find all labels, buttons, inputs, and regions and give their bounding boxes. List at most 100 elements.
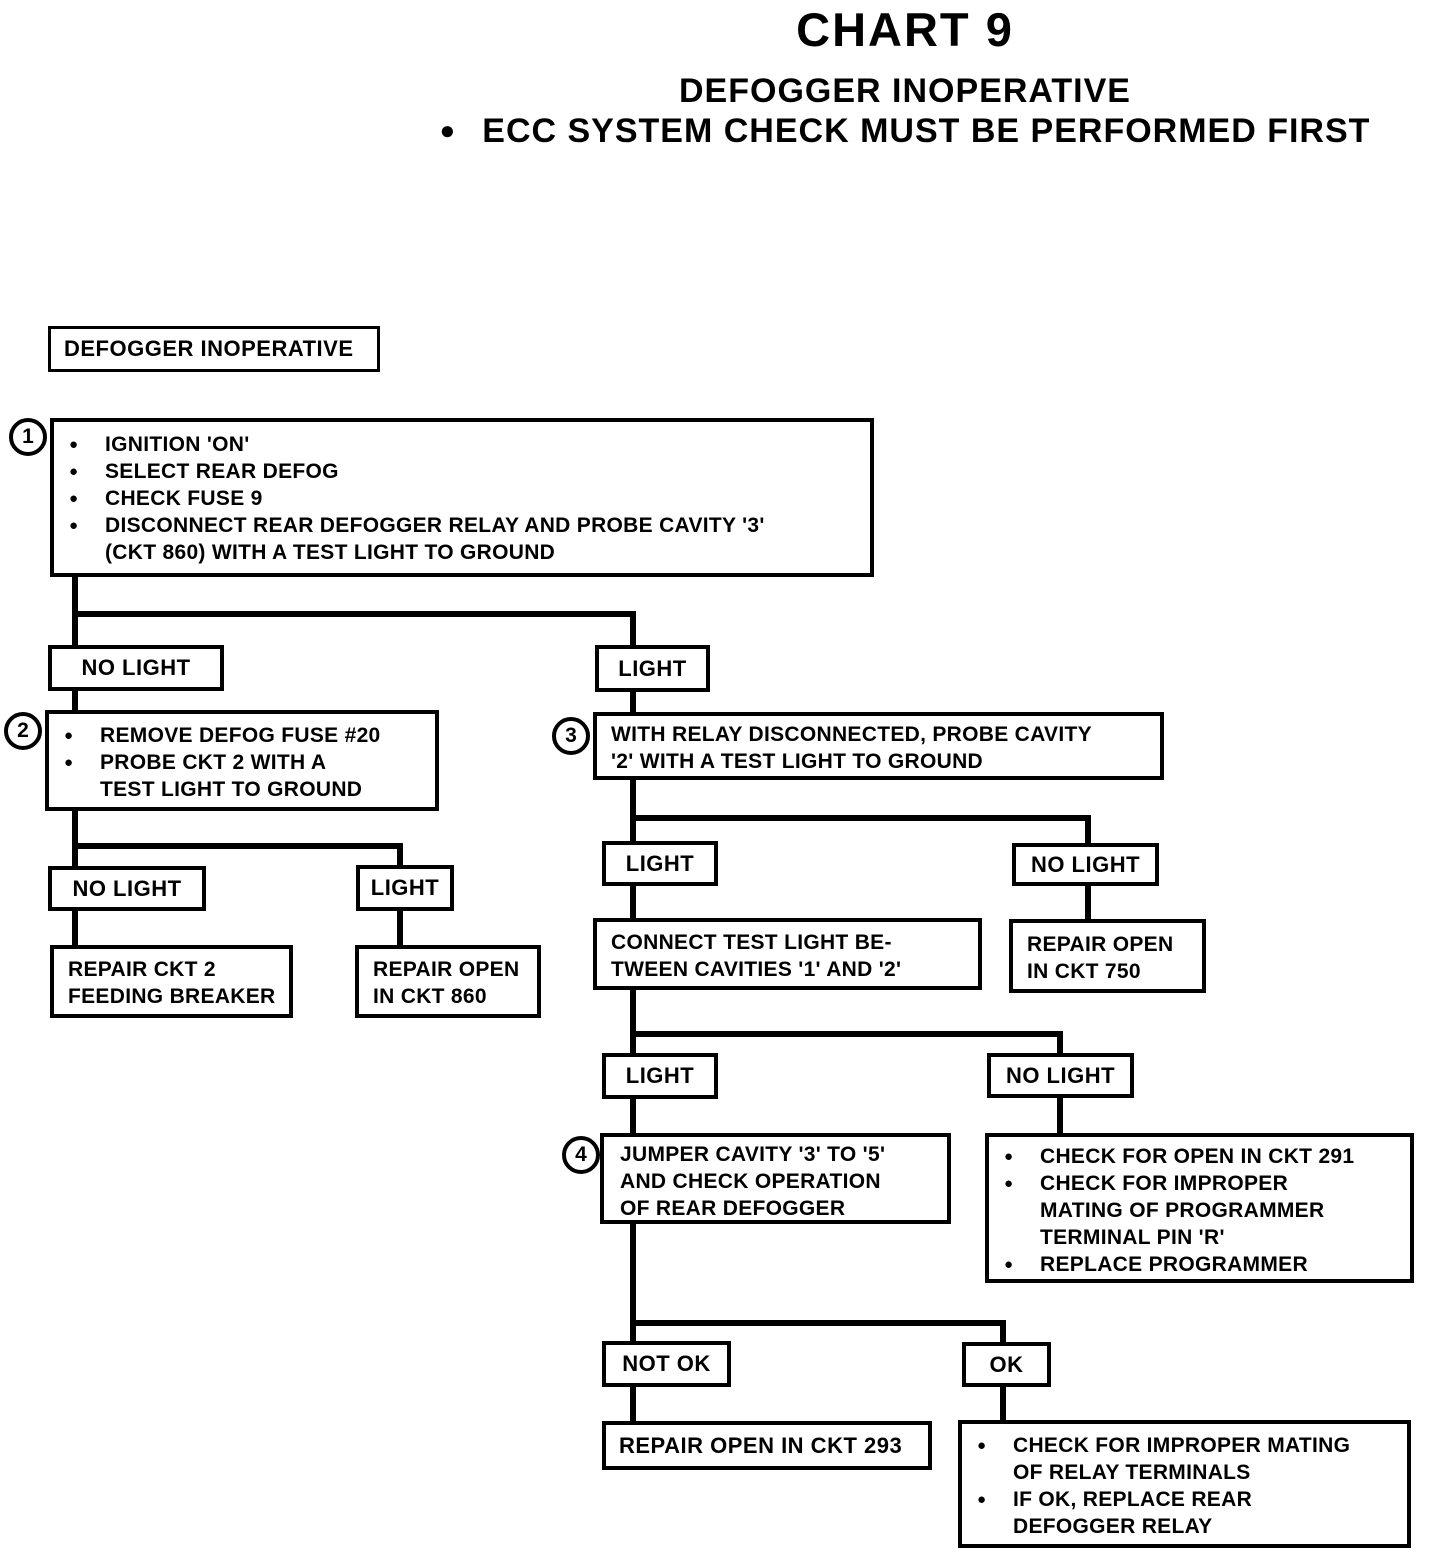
bullet-icon: ● bbox=[64, 754, 74, 771]
bullet-text: TERMINAL PIN 'R' bbox=[1040, 1226, 1225, 1249]
node-light-2: LIGHT bbox=[356, 865, 454, 911]
bullet-text: SELECT REAR DEFOG bbox=[105, 460, 339, 483]
connector-connect-test-split bbox=[630, 990, 636, 1053]
node-text: AND CHECK OPERATION bbox=[620, 1170, 881, 1193]
bullet-item: ● IF OK, REPLACE REAR DEFOGGER RELAY bbox=[974, 1486, 1395, 1540]
connector-light2-to-repair-ckt860 bbox=[397, 911, 403, 945]
connector-split2-horizontal bbox=[72, 843, 403, 849]
node-text: FEEDING BREAKER bbox=[68, 985, 276, 1008]
node-no-light-3: NO LIGHT bbox=[1012, 843, 1159, 886]
bullet-text: DEFOGGER RELAY bbox=[1013, 1515, 1213, 1538]
node-check-ckt291: ● CHECK FOR OPEN IN CKT 291 ● CHECK FOR … bbox=[985, 1133, 1414, 1283]
bullet-item: ● IGNITION 'ON' bbox=[66, 431, 858, 458]
connector-split4-horizontal bbox=[630, 1031, 1063, 1037]
node-step4: JUMPER CAVITY '3' TO '5' AND CHECK OPERA… bbox=[600, 1133, 951, 1224]
node-connect-test: CONNECT TEST LIGHT BE- TWEEN CAVITIES '1… bbox=[593, 918, 982, 990]
node-no-light-4: NO LIGHT bbox=[987, 1053, 1134, 1098]
step-1-badge: 1 bbox=[9, 418, 47, 456]
bullet-text: DISCONNECT REAR DEFOGGER RELAY AND PROBE… bbox=[105, 514, 765, 537]
connector-split5-horizontal bbox=[630, 1320, 1006, 1326]
bullet-icon: ● bbox=[69, 490, 79, 507]
node-text: WITH RELAY DISCONNECTED, PROBE CAVITY bbox=[611, 723, 1092, 746]
node-repair-ckt293: REPAIR OPEN IN CKT 293 bbox=[602, 1421, 932, 1470]
connector-nolight1-to-step2 bbox=[72, 691, 78, 710]
connector-notok-to-repair-ckt293 bbox=[630, 1387, 636, 1421]
connector-split5-to-ok bbox=[1000, 1320, 1006, 1342]
bullet-item: ● REPLACE PROGRAMMER bbox=[1001, 1251, 1398, 1278]
connector-light1-to-step3 bbox=[630, 692, 636, 712]
chart-subtitle: DEFOGGER INOPERATIVE bbox=[679, 72, 1131, 110]
node-light-1: LIGHT bbox=[595, 645, 710, 692]
chart-title: CHART 9 bbox=[796, 3, 1014, 56]
bullet-icon: ● bbox=[69, 436, 79, 453]
bullet-item: ● CHECK FOR IMPROPER MATING OF RELAY TER… bbox=[974, 1432, 1395, 1486]
bullet-icon: ● bbox=[1004, 1256, 1014, 1273]
bullet-text: TEST LIGHT TO GROUND bbox=[100, 778, 363, 801]
bullet-text: REMOVE DEFOG FUSE #20 bbox=[100, 724, 381, 747]
node-no-light-2: NO LIGHT bbox=[48, 866, 206, 911]
connector-split4-to-nolight4 bbox=[1057, 1031, 1063, 1053]
bullet-text: OF RELAY TERMINALS bbox=[1013, 1461, 1251, 1484]
bullet-item: ● REMOVE DEFOG FUSE #20 bbox=[61, 722, 423, 749]
bullet-icon: ● bbox=[1004, 1175, 1014, 1192]
node-text: JUMPER CAVITY '3' TO '5' bbox=[620, 1143, 886, 1166]
bullet-text: CHECK FOR IMPROPER bbox=[1040, 1172, 1289, 1195]
connector-step2-split bbox=[72, 811, 78, 866]
step-4-badge: 4 bbox=[562, 1136, 600, 1174]
node-text: IN CKT 860 bbox=[373, 985, 487, 1008]
node-start: DEFOGGER INOPERATIVE bbox=[48, 326, 380, 372]
bullet-text: IGNITION 'ON' bbox=[105, 433, 250, 456]
node-repair-ckt860: REPAIR OPEN IN CKT 860 bbox=[355, 945, 541, 1018]
node-not-ok: NOT OK bbox=[602, 1341, 731, 1387]
node-text: CONNECT TEST LIGHT BE- bbox=[611, 931, 892, 954]
bullet-icon: ● bbox=[69, 463, 79, 480]
node-text: IN CKT 750 bbox=[1027, 960, 1141, 983]
node-step1: ● IGNITION 'ON' ● SELECT REAR DEFOG ● CH… bbox=[50, 418, 874, 577]
connector-nolight2-to-repair-ckt2 bbox=[72, 911, 78, 945]
connector-nolight3-to-repair-ckt750 bbox=[1085, 886, 1091, 919]
bullet-icon: ● bbox=[1004, 1148, 1014, 1165]
bullet-text: (CKT 860) WITH A TEST LIGHT TO GROUND bbox=[105, 541, 556, 564]
node-repair-ckt750: REPAIR OPEN IN CKT 750 bbox=[1009, 919, 1206, 993]
bullet-item: ● PROBE CKT 2 WITH A TEST LIGHT TO GROUN… bbox=[61, 749, 423, 803]
connector-light3-to-connect-test bbox=[630, 886, 636, 918]
connector-split1-horizontal bbox=[72, 611, 636, 617]
chart-note-text: ECC SYSTEM CHECK MUST BE PERFORMED FIRST bbox=[482, 112, 1371, 150]
bullet-item: ● DISCONNECT REAR DEFOGGER RELAY AND PRO… bbox=[66, 512, 858, 566]
node-text: REPAIR OPEN bbox=[1027, 933, 1174, 956]
bullet-icon: ● bbox=[439, 115, 457, 145]
bullet-text: CHECK FUSE 9 bbox=[105, 487, 263, 510]
node-text: OF REAR DEFOGGER bbox=[620, 1197, 846, 1220]
node-light-4: LIGHT bbox=[602, 1053, 718, 1099]
node-no-light-1: NO LIGHT bbox=[48, 645, 224, 691]
node-text: REPAIR CKT 2 bbox=[68, 958, 216, 981]
chart-note: ● ECC SYSTEM CHECK MUST BE PERFORMED FIRS… bbox=[370, 112, 1440, 151]
bullet-item: ● SELECT REAR DEFOG bbox=[66, 458, 858, 485]
bullet-icon: ● bbox=[977, 1437, 987, 1454]
node-relay-check: ● CHECK FOR IMPROPER MATING OF RELAY TER… bbox=[958, 1420, 1411, 1548]
bullet-text: CHECK FOR OPEN IN CKT 291 bbox=[1040, 1145, 1355, 1168]
bullet-icon: ● bbox=[64, 727, 74, 744]
connector-split2-to-light2 bbox=[397, 843, 403, 865]
bullet-text: IF OK, REPLACE REAR bbox=[1013, 1488, 1253, 1511]
bullet-text: MATING OF PROGRAMMER bbox=[1040, 1199, 1325, 1222]
connector-split3-horizontal bbox=[630, 815, 1091, 821]
connector-split3-to-nolight3 bbox=[1085, 815, 1091, 843]
node-text: TWEEN CAVITIES '1' AND '2' bbox=[611, 958, 902, 981]
node-repair-ckt2: REPAIR CKT 2 FEEDING BREAKER bbox=[50, 945, 293, 1018]
bullet-icon: ● bbox=[977, 1491, 987, 1508]
bullet-icon: ● bbox=[69, 517, 79, 534]
bullet-item: ● CHECK FOR OPEN IN CKT 291 bbox=[1001, 1143, 1398, 1170]
connector-nolight4-to-check-ckt291 bbox=[1057, 1098, 1063, 1133]
bullet-text: PROBE CKT 2 WITH A bbox=[100, 751, 327, 774]
node-step2: ● REMOVE DEFOG FUSE #20 ● PROBE CKT 2 WI… bbox=[45, 710, 439, 811]
bullet-text: CHECK FOR IMPROPER MATING bbox=[1013, 1434, 1351, 1457]
node-light-3: LIGHT bbox=[602, 841, 718, 886]
bullet-text: REPLACE PROGRAMMER bbox=[1040, 1253, 1308, 1276]
bullet-item: ● CHECK FUSE 9 bbox=[66, 485, 858, 512]
node-ok: OK bbox=[962, 1342, 1051, 1387]
bullet-item: ● CHECK FOR IMPROPER MATING OF PROGRAMME… bbox=[1001, 1170, 1398, 1251]
step-2-badge: 2 bbox=[4, 712, 42, 750]
node-text: '2' WITH A TEST LIGHT TO GROUND bbox=[611, 750, 984, 773]
